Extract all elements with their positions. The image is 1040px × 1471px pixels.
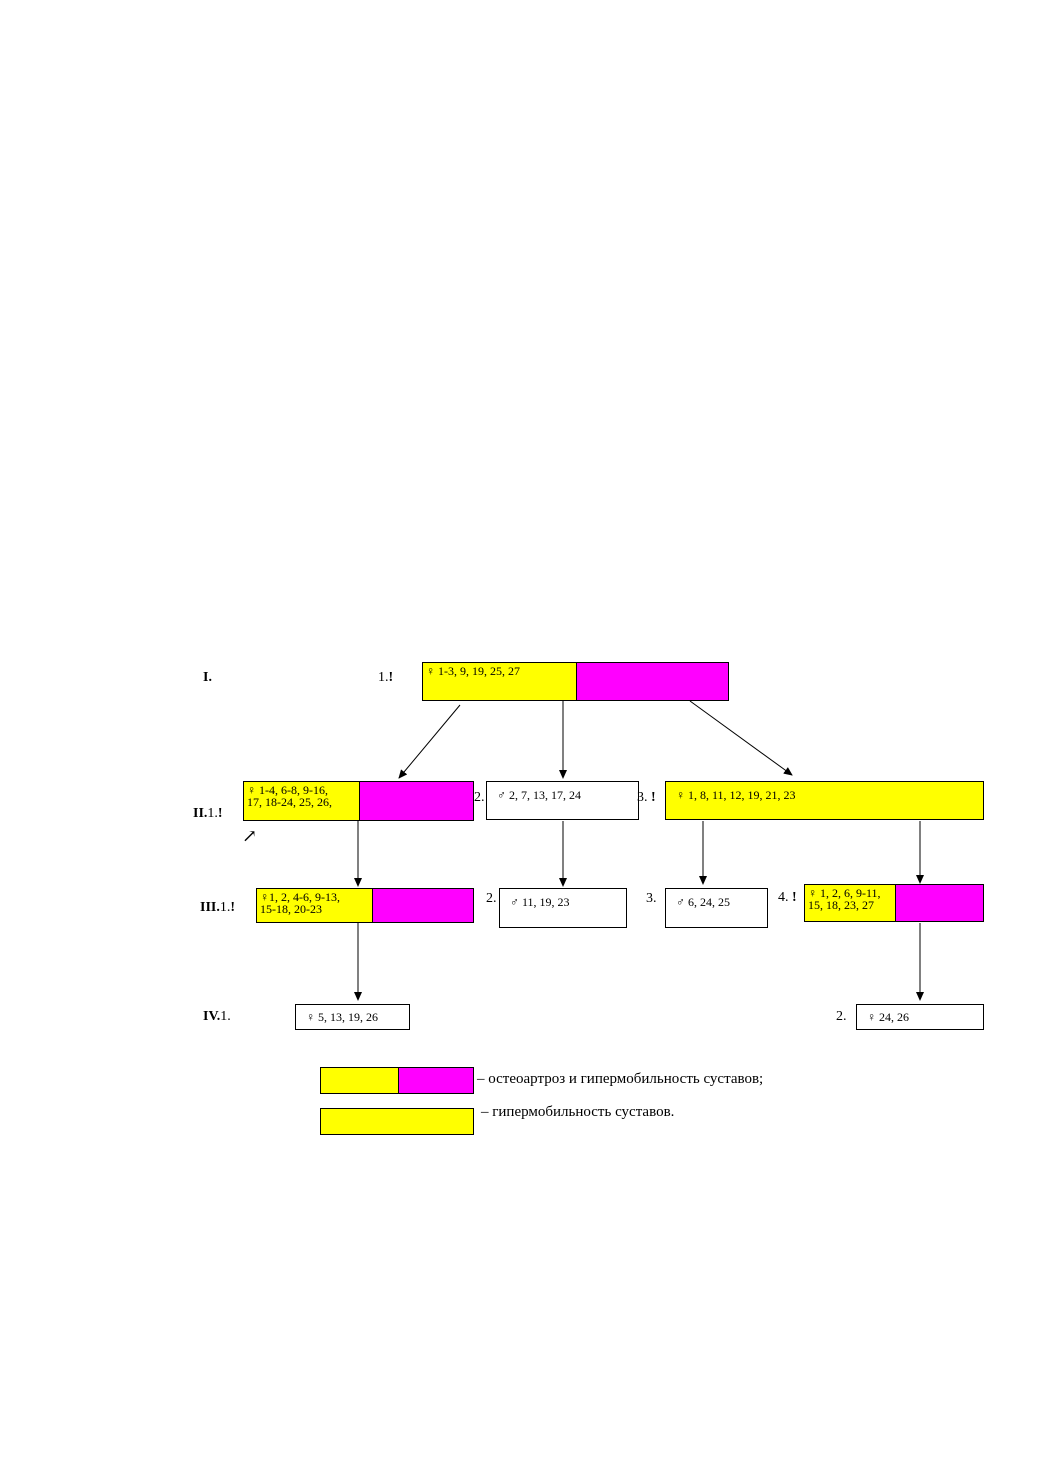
node-3-2: ♂ 11, 19, 23 [499, 888, 627, 928]
osteoarthrosis-segment [895, 885, 983, 921]
hypermobility-segment: ♀ 1-3, 9, 19, 25, 27 [423, 663, 576, 700]
proband-arrow-icon: ↗ [242, 826, 258, 846]
node-label-3-2: 2. [486, 891, 497, 906]
node-4-1-text: ♀ 5, 13, 19, 26 [306, 1010, 378, 1024]
node-label-2-2: 2. [474, 790, 485, 805]
osteoarthrosis-segment [372, 889, 473, 922]
arrow-1-to-2-3 [689, 700, 793, 776]
node-3-2-text: ♂ 11, 19, 23 [510, 895, 570, 909]
node-label-3-3: 3. [646, 891, 657, 906]
generation-label-4: IV.1. [203, 1009, 231, 1024]
node-2-3-text: ♀ 1, 8, 11, 12, 19, 21, 23 [676, 788, 796, 801]
legend-swatch-osteo-hyper [320, 1067, 474, 1094]
node-2-2: ♂ 2, 7, 13, 17, 24 [486, 781, 639, 820]
legend-text-osteo-hyper: – остеоартроз и гипермобильность суставо… [477, 1071, 764, 1087]
arrow-1-to-2-1 [398, 704, 461, 779]
node-3-4-text: ♀ 1, 2, 6, 9-11, 15, 18, 23, 27 [808, 886, 881, 911]
osteoarthrosis-segment [359, 782, 473, 820]
node-1-text: ♀ 1-3, 9, 19, 25, 27 [426, 664, 520, 677]
node-3-1: ♀1, 2, 4-6, 9-13, 15-18, 20-23 [256, 888, 474, 923]
node-3-1-text: ♀1, 2, 4-6, 9-13, 15-18, 20-23 [260, 890, 340, 915]
node-1: ♀ 1-3, 9, 19, 25, 27 [422, 662, 729, 701]
node-3-3-text: ♂ 6, 24, 25 [676, 895, 730, 909]
node-4-2: ♀ 24, 26 [856, 1004, 984, 1030]
node-3-4: ♀ 1, 2, 6, 9-11, 15, 18, 23, 27 [804, 884, 984, 922]
hypermobility-segment: ♀ 1, 8, 11, 12, 19, 21, 23 [666, 782, 983, 819]
node-3-3: ♂ 6, 24, 25 [665, 888, 768, 928]
node-label-4-2: 2. [836, 1009, 847, 1024]
node-label-2-3: 3. ! [637, 790, 656, 805]
node-2-3: ♀ 1, 8, 11, 12, 19, 21, 23 [665, 781, 984, 820]
node-label-1: 1.! [378, 670, 394, 685]
hypermobility-segment: ♀ 1-4, 6-8, 9-16, 17, 18-24, 25, 26, [244, 782, 359, 820]
generation-label-3: III.1.! [200, 900, 236, 915]
legend-swatch-hyper [320, 1108, 474, 1135]
generation-label-2: II.1.! [193, 806, 223, 821]
hypermobility-segment: ♀1, 2, 4-6, 9-13, 15-18, 20-23 [257, 889, 372, 922]
node-label-3-4: 4. ! [778, 890, 797, 905]
node-2-1: ♀ 1-4, 6-8, 9-16, 17, 18-24, 25, 26, [243, 781, 474, 821]
generation-label-1: I. [203, 670, 212, 685]
legend-text-hyper: – гипермобильность суставов. [481, 1104, 675, 1120]
node-2-2-text: ♂ 2, 7, 13, 17, 24 [497, 788, 581, 802]
node-2-1-text: ♀ 1-4, 6-8, 9-16, 17, 18-24, 25, 26, [247, 783, 332, 808]
hypermobility-segment: ♀ 1, 2, 6, 9-11, 15, 18, 23, 27 [805, 885, 895, 921]
node-4-1: ♀ 5, 13, 19, 26 [295, 1004, 410, 1030]
node-4-2-text: ♀ 24, 26 [867, 1010, 909, 1024]
osteoarthrosis-segment [576, 663, 728, 700]
